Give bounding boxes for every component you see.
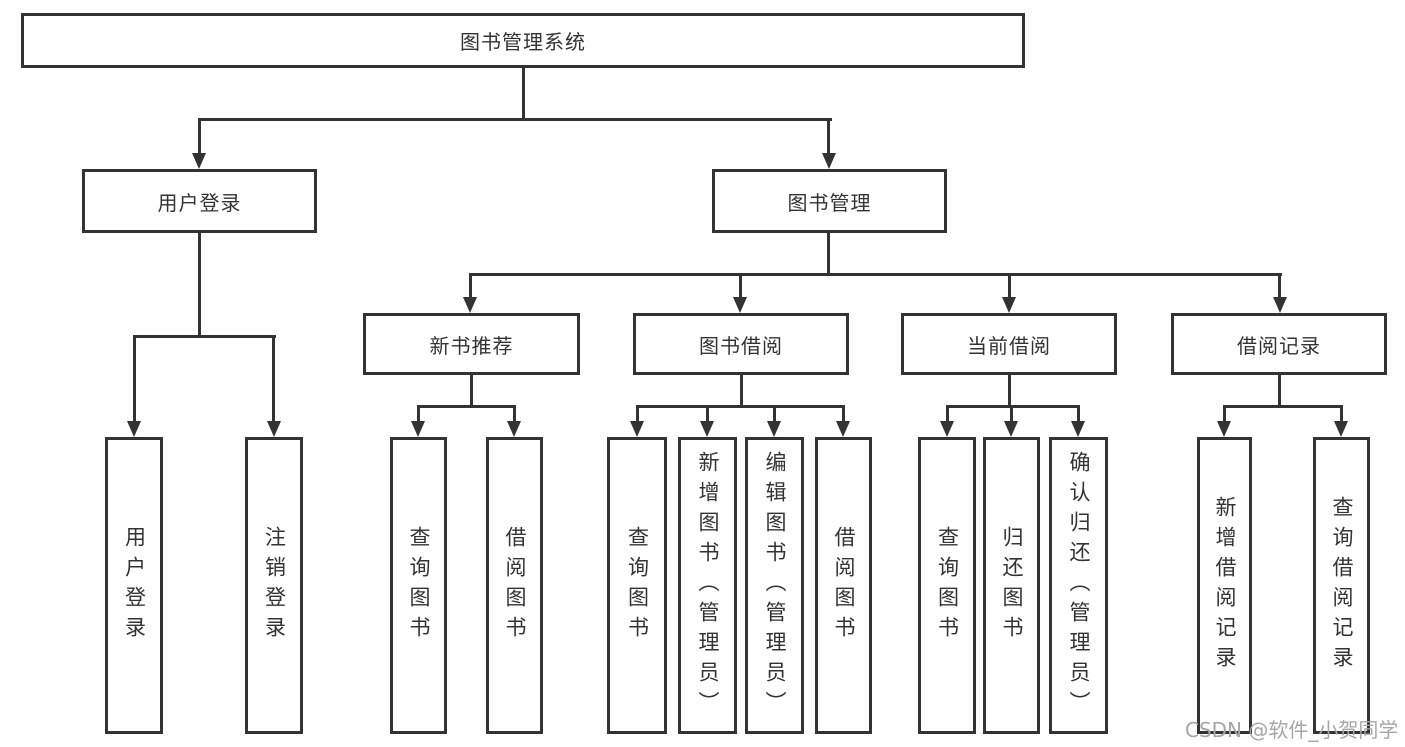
arrow-down-icon [463, 297, 477, 313]
arrow-down-icon [1217, 421, 1231, 437]
connector-line [739, 273, 742, 299]
connector-line [706, 405, 709, 423]
node-root: 图书管理系统 [21, 13, 1025, 68]
connector-line [1223, 405, 1343, 408]
connector-line [272, 335, 275, 423]
connector-line [522, 68, 525, 120]
node-current-borrow: 当前借阅 [901, 313, 1117, 375]
leaf-borrow-edit-admin-label: 编辑图书（管理员） [763, 450, 787, 721]
leaf-logout: 注销登录 [245, 437, 303, 734]
arrow-down-icon [836, 421, 850, 437]
node-borrow-records: 借阅记录 [1171, 313, 1387, 375]
leaf-newbooks-borrow-label: 借阅图书 [503, 525, 527, 646]
connector-line [470, 375, 473, 408]
leaf-borrow-add-admin: 新增图书（管理员） [678, 437, 737, 734]
arrow-down-icon [822, 153, 836, 169]
csdn-watermark: CSDN @软件_小贺同学 [1185, 718, 1399, 742]
connector-line [513, 405, 516, 423]
connector-line [842, 405, 845, 423]
leaf-borrow-query: 查询图书 [607, 437, 667, 734]
connector-line [1008, 375, 1011, 408]
connector-line [198, 118, 201, 155]
connector-line [1278, 375, 1281, 408]
leaf-records-query: 查询借阅记录 [1313, 437, 1370, 734]
leaf-records-query-label: 查询借阅记录 [1330, 495, 1354, 676]
arrow-down-icon [267, 421, 281, 437]
node-book-borrow-label: 图书借阅 [699, 333, 783, 358]
node-book-mgmt: 图书管理 [712, 169, 947, 233]
arrow-down-icon [1334, 421, 1348, 437]
arrow-down-icon [733, 297, 747, 313]
leaf-current-confirm-admin: 确认归还（管理员） [1049, 437, 1108, 734]
connector-line [946, 405, 949, 423]
arrow-down-icon [767, 421, 781, 437]
leaf-current-return: 归还图书 [983, 437, 1040, 734]
leaf-current-query-label: 查询图书 [935, 525, 960, 646]
connector-line [946, 405, 1080, 408]
connector-line [133, 335, 276, 338]
leaf-records-add-label: 新增借阅记录 [1213, 495, 1237, 676]
leaf-newbooks-query: 查询图书 [390, 437, 447, 734]
leaf-records-add: 新增借阅记录 [1197, 437, 1252, 734]
leaf-borrow-book-label: 借阅图书 [832, 525, 856, 646]
connector-line [198, 118, 832, 121]
connector-line [198, 233, 201, 337]
connector-line [1278, 273, 1281, 299]
connector-line [827, 118, 830, 155]
arrow-down-icon [127, 421, 141, 437]
leaf-newbooks-query-label: 查询图书 [407, 525, 431, 646]
connector-line [1008, 273, 1011, 299]
leaf-logout-label: 注销登录 [262, 525, 287, 646]
node-book-borrow: 图书借阅 [633, 313, 849, 375]
arrow-down-icon [1002, 297, 1016, 313]
node-current-borrow-label: 当前借阅 [967, 333, 1051, 358]
connector-line [636, 405, 845, 408]
connector-line [469, 273, 472, 299]
node-user-login: 用户登录 [82, 169, 317, 233]
leaf-current-confirm-admin-label: 确认归还（管理员） [1067, 450, 1091, 721]
arrow-down-icon [507, 421, 521, 437]
arrow-down-icon [940, 421, 954, 437]
arrow-down-icon [1004, 421, 1018, 437]
leaf-user-login-label: 用户登录 [122, 525, 147, 646]
connector-line [1340, 405, 1343, 423]
arrow-down-icon [192, 153, 206, 169]
connector-line [469, 273, 1282, 276]
leaf-borrow-book: 借阅图书 [815, 437, 872, 734]
leaf-borrow-query-label: 查询图书 [625, 525, 650, 646]
arrow-down-icon [411, 421, 425, 437]
leaf-borrow-add-admin-label: 新增图书（管理员） [696, 450, 720, 721]
connector-line [1010, 405, 1013, 423]
node-user-login-label: 用户登录 [157, 190, 242, 215]
connector-line [636, 405, 639, 423]
connector-line [1223, 405, 1226, 423]
node-root-label: 图书管理系统 [460, 30, 586, 54]
connector-line [417, 405, 516, 408]
leaf-borrow-edit-admin: 编辑图书（管理员） [745, 437, 804, 734]
node-new-books: 新书推荐 [363, 313, 580, 375]
connector-line [133, 335, 136, 423]
arrow-down-icon [1273, 297, 1287, 313]
arrow-down-icon [700, 421, 714, 437]
connector-line [827, 233, 830, 275]
leaf-user-login: 用户登录 [105, 437, 163, 734]
leaf-current-query: 查询图书 [918, 437, 976, 734]
connector-line [773, 405, 776, 423]
connector-line [417, 405, 420, 423]
leaf-newbooks-borrow: 借阅图书 [486, 437, 543, 734]
node-book-mgmt-label: 图书管理 [787, 190, 872, 215]
connector-line [740, 375, 743, 408]
leaf-current-return-label: 归还图书 [1000, 525, 1024, 646]
node-borrow-records-label: 借阅记录 [1237, 333, 1321, 358]
node-new-books-label: 新书推荐 [429, 333, 514, 358]
arrow-down-icon [1071, 421, 1085, 437]
connector-line [1077, 405, 1080, 423]
arrow-down-icon [630, 421, 644, 437]
